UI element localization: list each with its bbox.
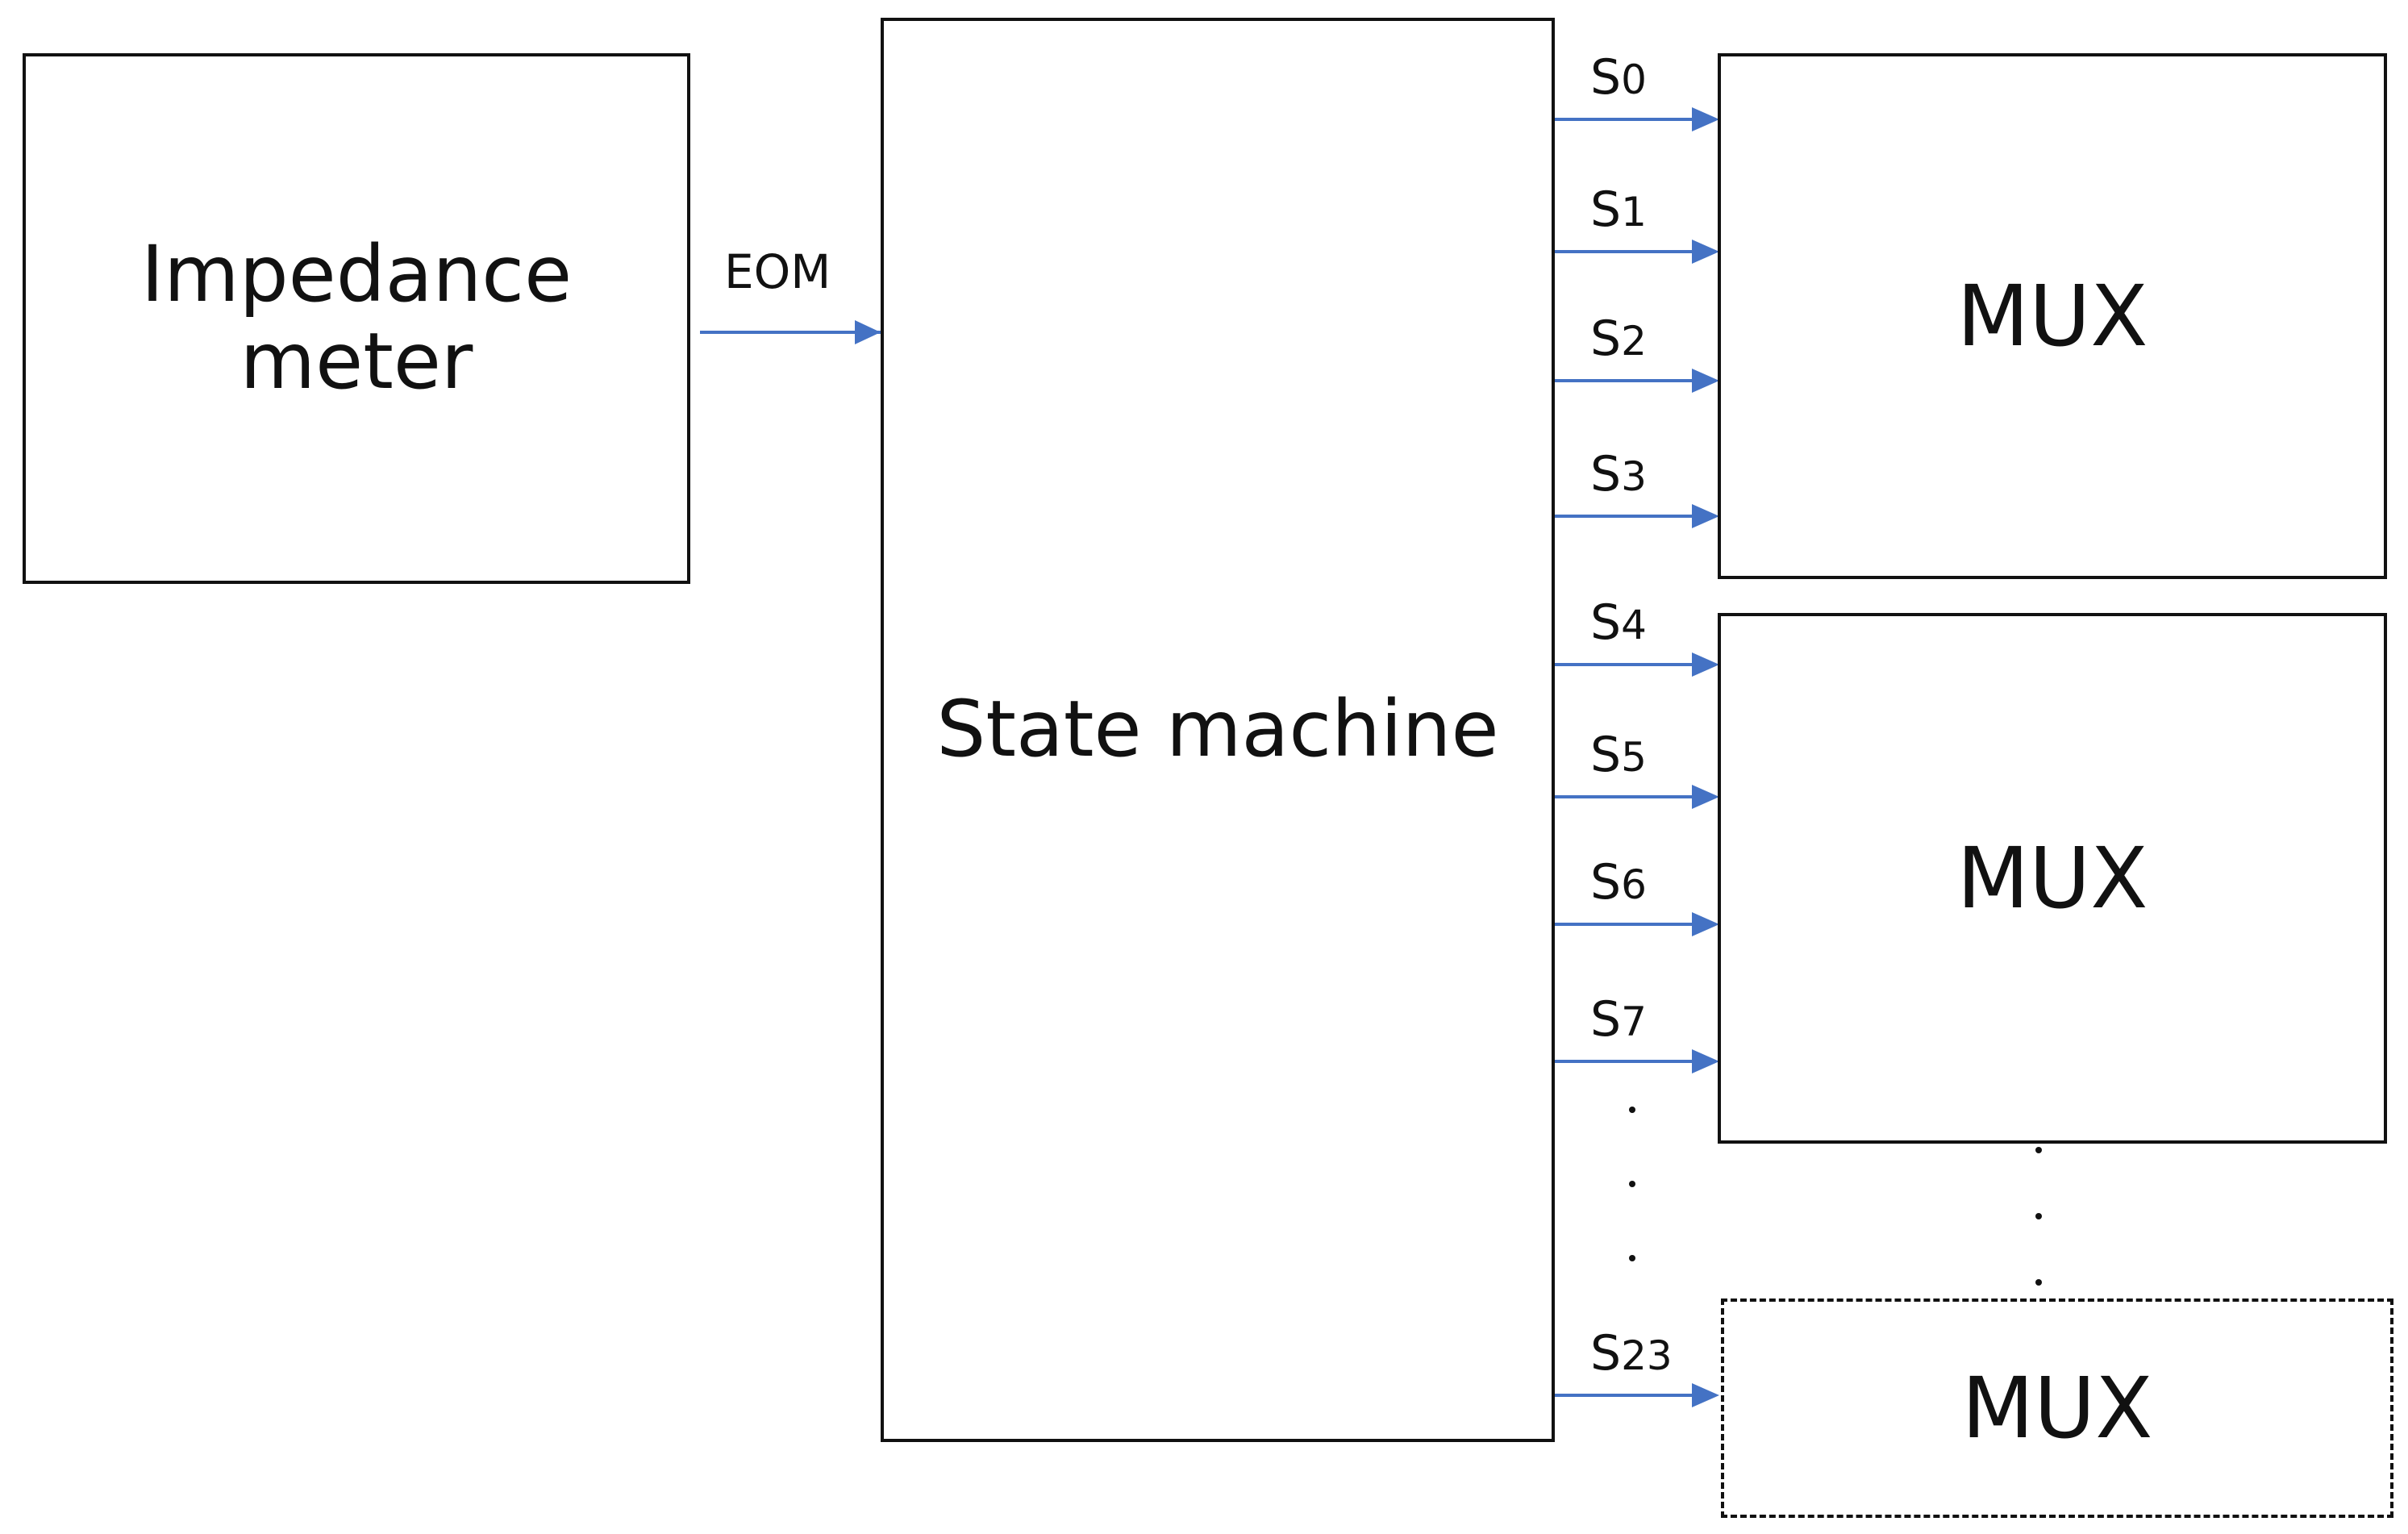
- signal-label: S4: [1590, 594, 1647, 651]
- state-machine-label: State machine: [936, 684, 1499, 775]
- mux-2-label: MUX: [1956, 828, 2148, 927]
- signal-arrowhead: [1692, 785, 1719, 809]
- ellipsis-dot: [1629, 1255, 1635, 1261]
- signal-arrowhead: [1692, 369, 1719, 393]
- signal-label: S7: [1590, 991, 1647, 1048]
- mux-3-label: MUX: [1961, 1358, 2153, 1457]
- mux-block-3: MUX: [1721, 1298, 2393, 1518]
- signal-label: S3: [1590, 446, 1647, 502]
- signal-label: S1: [1590, 181, 1647, 238]
- eom-label: EOM: [724, 244, 831, 299]
- mux-block-2: MUX: [1718, 613, 2387, 1144]
- signal-arrowhead: [1692, 1383, 1719, 1407]
- ellipsis-dot: [1629, 1107, 1635, 1113]
- impedance-meter-label: Impedance meter: [140, 229, 573, 406]
- signal-label: S0: [1590, 49, 1647, 106]
- signal-arrowhead: [1692, 504, 1719, 528]
- mux-block-1: MUX: [1718, 53, 2387, 579]
- signal-ellipsis: [1627, 1107, 1637, 1268]
- eom-arrowhead: [855, 320, 881, 344]
- mux-ellipsis: [2034, 1147, 2043, 1286]
- signal-arrowhead: [1692, 652, 1719, 677]
- ellipsis-dot: [1629, 1181, 1635, 1187]
- ellipsis-dot: [2035, 1147, 2042, 1153]
- signal-label: S5: [1590, 727, 1647, 783]
- signal-label: S6: [1590, 854, 1647, 911]
- ellipsis-dot: [2035, 1213, 2042, 1219]
- signal-label: S2: [1590, 311, 1647, 367]
- ellipsis-dot: [2035, 1279, 2042, 1286]
- signal-arrowhead: [1692, 912, 1719, 936]
- signal-label: S23: [1590, 1325, 1673, 1382]
- signal-arrowhead: [1692, 107, 1719, 131]
- mux-1-label: MUX: [1956, 266, 2148, 365]
- signal-arrowhead: [1692, 1049, 1719, 1073]
- signal-arrowhead: [1692, 240, 1719, 264]
- impedance-meter-block: Impedance meter: [23, 53, 690, 584]
- state-machine-block: State machine: [881, 18, 1555, 1442]
